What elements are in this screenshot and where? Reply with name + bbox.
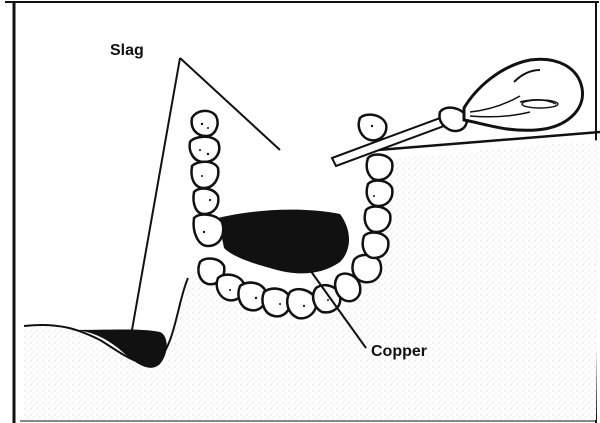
copper-pool-icon [218,210,349,274]
slag-leader-right [180,58,280,150]
bellows-icon [464,59,583,130]
slag-leader-left [132,58,180,330]
copper-label: Copper [371,344,427,360]
ground-surface [24,132,600,420]
slag-label: Slag [110,43,144,59]
